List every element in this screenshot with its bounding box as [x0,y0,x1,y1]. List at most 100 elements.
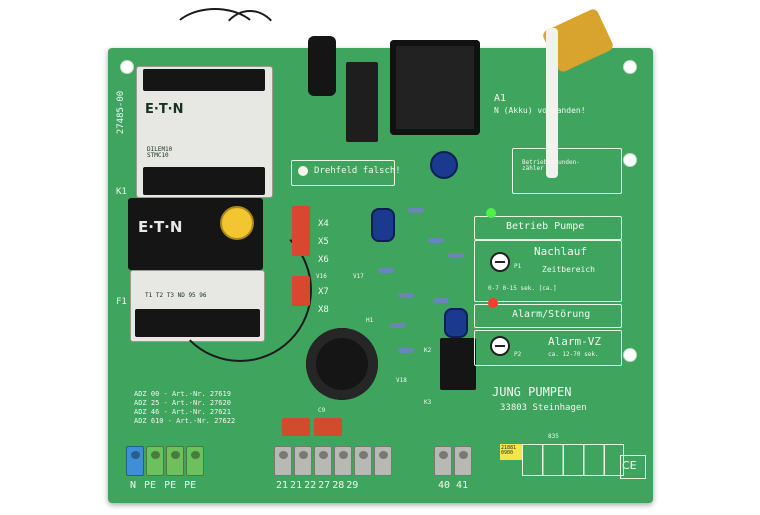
resistor [398,293,414,298]
transformer [390,40,480,135]
capacitor [430,151,458,179]
terminal-id: X7 [318,287,329,297]
terminal-screw[interactable] [274,446,292,476]
cable [218,10,282,84]
sticker-text: 21881 0900 [501,445,517,456]
contactor-model: DILEM10 STMC10 [147,146,173,159]
terminal-screw[interactable] [186,446,204,476]
circuit-board: 27485-00 K1 F1 E·T·N DILEM10 STMC10 E·T·… [108,7,653,503]
capacitor-c9 [282,418,310,436]
nachlauf-label: Nachlauf [534,245,587,258]
adz-art: - Art.-Nr. 27620 [163,399,231,407]
red-jumper [292,206,310,256]
mains-terminal-labels: N PE PE PE [130,480,196,491]
adz-row: ADZ 46 - Art.-Nr. 27621 [134,408,235,417]
eaton-contactor: E·T·N DILEM10 STMC10 [136,66,273,198]
betrieb-pumpe-box [474,216,622,240]
label-h1: H1 [366,317,374,324]
hour-meter-label: Betriebsstunden- zähler [522,159,580,172]
terminal-screw[interactable] [374,446,392,476]
buzzer [306,328,378,400]
v-label: V16 [316,273,327,280]
terminal-screw[interactable] [314,446,332,476]
terminal-screw[interactable] [334,446,352,476]
contactor-brand: E·T·N [145,102,184,117]
adz-table: ADZ 00 - Art.-Nr. 27619 ADZ 25 - Art.-Nr… [134,390,235,426]
alarm-vz-box [474,330,622,366]
terminal-label: 40 [438,480,451,491]
adz-model: ADZ 25 [134,399,160,407]
cable [168,218,312,362]
terminal-screw[interactable] [146,446,164,476]
terminal-screw[interactable] [294,446,312,476]
terminal-label: N [130,480,137,491]
nachlauf-potentiometer[interactable] [490,252,510,272]
terminal-screw[interactable] [126,446,144,476]
adz-row: ADZ 00 - Art.-Nr. 27619 [134,390,235,399]
mains-terminal-block [126,446,204,476]
terminal-label: 27 [318,480,331,491]
cable [168,8,262,72]
resistor [448,253,464,258]
betrieb-pumpe-label: Betrieb Pumpe [506,221,585,232]
label-k3: K3 [424,399,432,406]
relay-brand: E·T·N [138,218,183,236]
adz-art: - Art.-Nr. 27622 [167,417,236,425]
terminal-screw[interactable] [454,446,472,476]
a1-note: N (Akku) vorhanden! [494,106,586,115]
terminal-label: PE [184,480,197,491]
relay-label: T1 [145,292,153,299]
terminal-label: 28 [332,480,345,491]
terminal-id: X8 [318,305,329,315]
resistor [428,238,444,243]
label-k1: K1 [116,187,127,197]
terminal-label: PE [164,480,177,491]
adz-row: ADZ 610 - Art.-Nr. 27622 [134,417,235,426]
resistor [390,323,406,328]
serial-grid [522,444,624,476]
part-number: 27485-00 [116,90,127,135]
signal-terminal-labels: 21 21 22 27 28 29 [276,480,358,491]
label-v18: V18 [396,377,407,384]
terminal-id: X4 [318,219,329,229]
red-led [488,298,498,308]
adz-model: ADZ 00 [134,390,160,398]
mounting-hole [623,60,637,74]
terminal-id: X6 [318,255,329,265]
alarm-vz-potentiometer[interactable] [490,336,510,356]
terminal-screw[interactable] [434,446,452,476]
alarm-stoerung-box [474,304,622,328]
red-jumper [292,276,310,306]
ce-box [620,455,646,479]
fuse-holder [308,36,336,96]
terminal-label: 22 [304,480,317,491]
phase-led [298,166,308,176]
zeitbereich-label: Zeitbereich [542,265,595,274]
alarm-stoerung-label: Alarm/Störung [512,309,591,320]
resistor [408,208,424,213]
alarm-terminal-block [434,446,472,476]
drehfeld-box [291,160,395,186]
label-p2: P2 [514,351,522,358]
green-led [486,208,496,218]
terminal-label: 21 [290,480,303,491]
mounting-hole [623,153,637,167]
terminal-screw[interactable] [354,446,372,476]
signal-terminal-block [274,446,392,476]
capacitor [444,308,468,338]
battery-holder-post [546,28,558,178]
serial-sticker: 21881 0900 [500,444,522,460]
relay-small [346,62,378,142]
adz-row: ADZ 25 - Art.-Nr. 27620 [134,399,235,408]
nachlauf-range: 0-7 0-15 sek. [ca.] [488,285,557,292]
mounting-hole [623,348,637,362]
adz-model: ADZ 46 [134,408,160,416]
brand-name: JUNG PUMPEN [492,385,572,399]
resistor [378,268,394,273]
terminal-screw[interactable] [166,446,184,476]
grid-label: 835 [548,433,559,440]
v-label: V17 [353,273,364,280]
terminal-label: 21 [276,480,289,491]
relay-label: T2 [155,292,164,299]
label-p1: P1 [514,263,522,270]
